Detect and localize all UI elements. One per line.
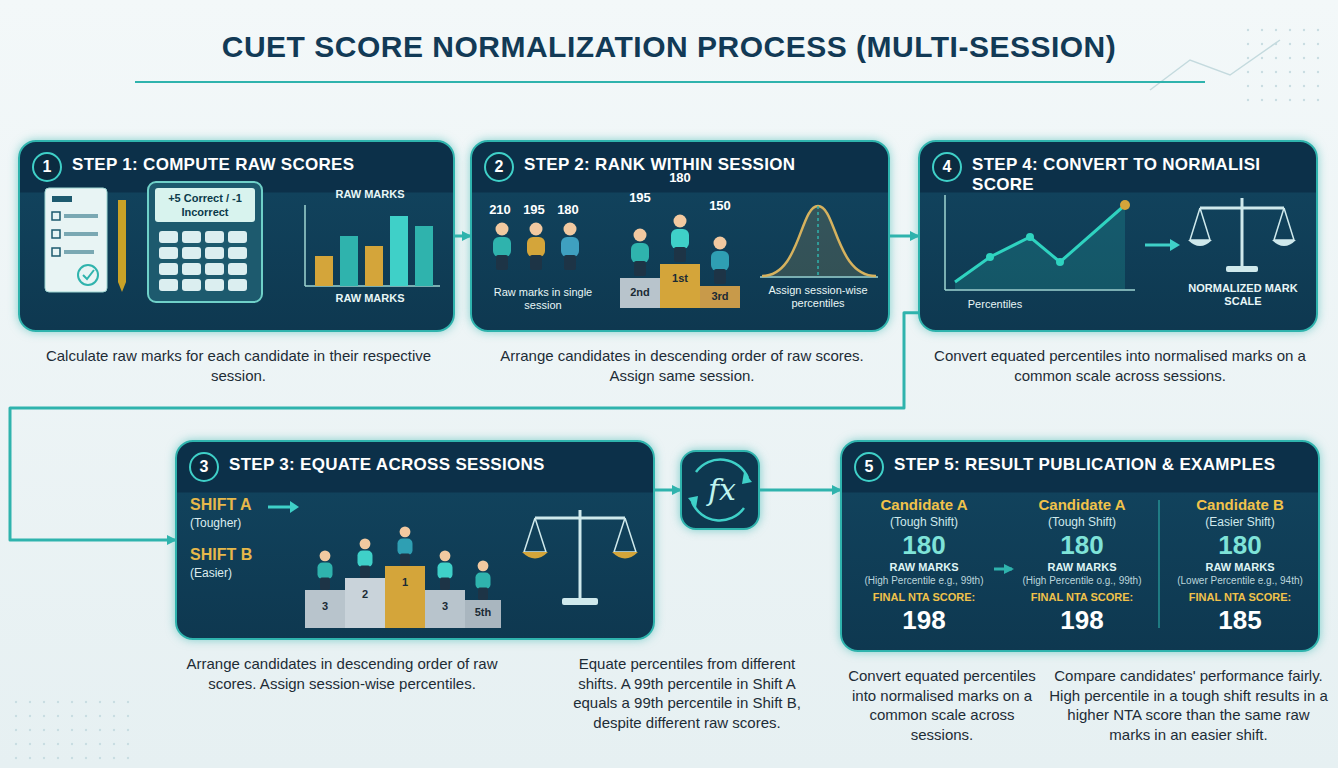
step-caption: Arrange candidates in descending order o… <box>177 654 507 693</box>
podium-rank: 3 <box>425 600 465 612</box>
shift-type: (Tough Shift) <box>854 515 994 529</box>
shift-difficulty: (Tougher) <box>190 516 280 530</box>
percentile-note: (Lower Percentile e.g., 94th) <box>1170 575 1310 586</box>
raw-score: 180 <box>1012 530 1152 561</box>
axis-label: Percentiles <box>945 298 1045 311</box>
percentile-note: (High Percentile o.g., 99th) <box>1012 575 1152 586</box>
candidate-name: Candidate A <box>1012 496 1152 513</box>
shift-name: SHIFT B <box>190 546 270 564</box>
cycle-arrows <box>688 460 752 521</box>
line-chart <box>945 195 1135 290</box>
step-caption: Convert equated percentiles into normali… <box>842 666 1042 744</box>
score-value: 195 <box>518 202 550 217</box>
podium-rank: 3rd <box>700 290 740 302</box>
note-label: Assign session-wise percentiles <box>752 284 884 310</box>
pen <box>118 200 126 292</box>
step-panel: 5STEP 5: RESULT PUBLICATION & EXAMPLESCo… <box>840 440 1320 652</box>
convert-arrow <box>1145 239 1180 251</box>
raw-score: 180 <box>1170 530 1310 561</box>
calculator <box>148 182 262 302</box>
final-score: 198 <box>1012 605 1152 636</box>
shift-arrow <box>268 501 299 513</box>
step-caption: Calculate raw marks for each candidate i… <box>20 346 457 385</box>
podium-rank: 1 <box>385 576 425 588</box>
calculator-screen: +5 Correct / -1 Incorrect <box>155 192 255 220</box>
bell-curve <box>760 206 878 277</box>
axis-label: RAW MARKS <box>300 292 440 305</box>
final-score-label: FINAL NTA SCORE: <box>1170 591 1310 603</box>
step-caption: Equate percentiles from different shifts… <box>562 654 812 732</box>
shift-difficulty: (Easier) <box>190 566 280 580</box>
flow-arrow <box>890 235 918 238</box>
podium-rank: 3 <box>305 600 345 612</box>
flow-arrow <box>655 489 680 492</box>
raw-score: 180 <box>854 530 994 561</box>
step-heading: STEP 3: EQUATE ACROSS SESSIONS <box>229 455 644 475</box>
step-number: 1 <box>32 152 62 182</box>
podium-rank: 2 <box>345 588 385 600</box>
step-number: 5 <box>854 452 884 482</box>
scale-label: NORMALIZED MARK SCALE <box>1178 282 1308 308</box>
final-score: 198 <box>854 605 994 636</box>
step-number: 2 <box>484 152 514 182</box>
document-icon <box>45 188 107 292</box>
step-number: 3 <box>189 452 219 482</box>
podium-rank: 5th <box>465 606 501 618</box>
flow-arrow <box>760 489 840 492</box>
percentile-note: (High Percentile e.g., 99th) <box>854 575 994 586</box>
dot-texture <box>1240 20 1330 110</box>
raw-marks-label: RAW MARKS <box>1012 561 1152 573</box>
column-divider <box>1158 500 1160 628</box>
final-score-label: FINAL NTA SCORE: <box>1012 591 1152 603</box>
shift-type: (Tough Shift) <box>1012 515 1152 529</box>
raw-marks-label: RAW MARKS <box>854 561 994 573</box>
step-caption: Compare candidates' performance fairly. … <box>1047 666 1330 744</box>
diagram-title: CUET SCORE NORMALIZATION PROCESS (MULTI-… <box>100 30 1238 64</box>
step-heading: STEP 5: RESULT PUBLICATION & EXAMPLES <box>894 455 1309 475</box>
candidate-name: Candidate A <box>854 496 994 513</box>
score-value: 180 <box>552 202 584 217</box>
flow-arrow <box>994 568 1012 571</box>
score-value: 150 <box>700 198 740 213</box>
step-heading: STEP 2: RANK WITHIN SESSION <box>524 155 879 175</box>
function-symbol: fx <box>682 472 762 507</box>
candidate-name: Candidate B <box>1170 496 1310 513</box>
candidates <box>493 223 579 271</box>
flow-arrow <box>10 313 918 540</box>
function-box: fx <box>680 450 760 530</box>
podium-rank: 1st <box>660 272 700 284</box>
raw-marks-label: RAW MARKS <box>1170 561 1310 573</box>
candidate-card: Candidate B (Easier Shift)180RAW MARKS (Lo… <box>1170 494 1310 644</box>
candidate-card: Candidate A (Tough Shift)180RAW MARKS (Hig… <box>1012 494 1152 644</box>
step-caption: Convert equated percentiles into normali… <box>930 346 1310 385</box>
balance-scale <box>1188 198 1296 272</box>
step-heading: STEP 4: CONVERT TO NORMALISI SCORE <box>972 155 1312 196</box>
step-number: 4 <box>932 152 962 182</box>
podium-rank: 2nd <box>620 286 660 298</box>
flow-arrow <box>455 235 470 238</box>
score-value: 210 <box>484 202 516 217</box>
shift-name: SHIFT A <box>190 496 270 514</box>
title-underline <box>135 81 1205 83</box>
score-value: 180 <box>660 170 700 185</box>
candidate-card: Candidate A (Tough Shift)180RAW MARKS (Hig… <box>854 494 994 644</box>
final-score-label: FINAL NTA SCORE: <box>854 591 994 603</box>
axis-label: RAW MARKS <box>300 188 440 201</box>
podium <box>305 526 501 628</box>
step-heading: STEP 1: COMPUTE RAW SCORES <box>72 155 442 175</box>
bar-chart <box>305 205 440 286</box>
final-score: 185 <box>1170 605 1310 636</box>
podium <box>620 215 740 309</box>
shift-type: (Easier Shift) <box>1170 515 1310 529</box>
dot-texture <box>10 690 130 760</box>
note-label: Raw marks in single session <box>478 286 608 312</box>
step-caption: Arrange candidates in descending order o… <box>482 346 882 385</box>
score-value: 195 <box>620 190 660 205</box>
balance-scale <box>522 510 638 605</box>
